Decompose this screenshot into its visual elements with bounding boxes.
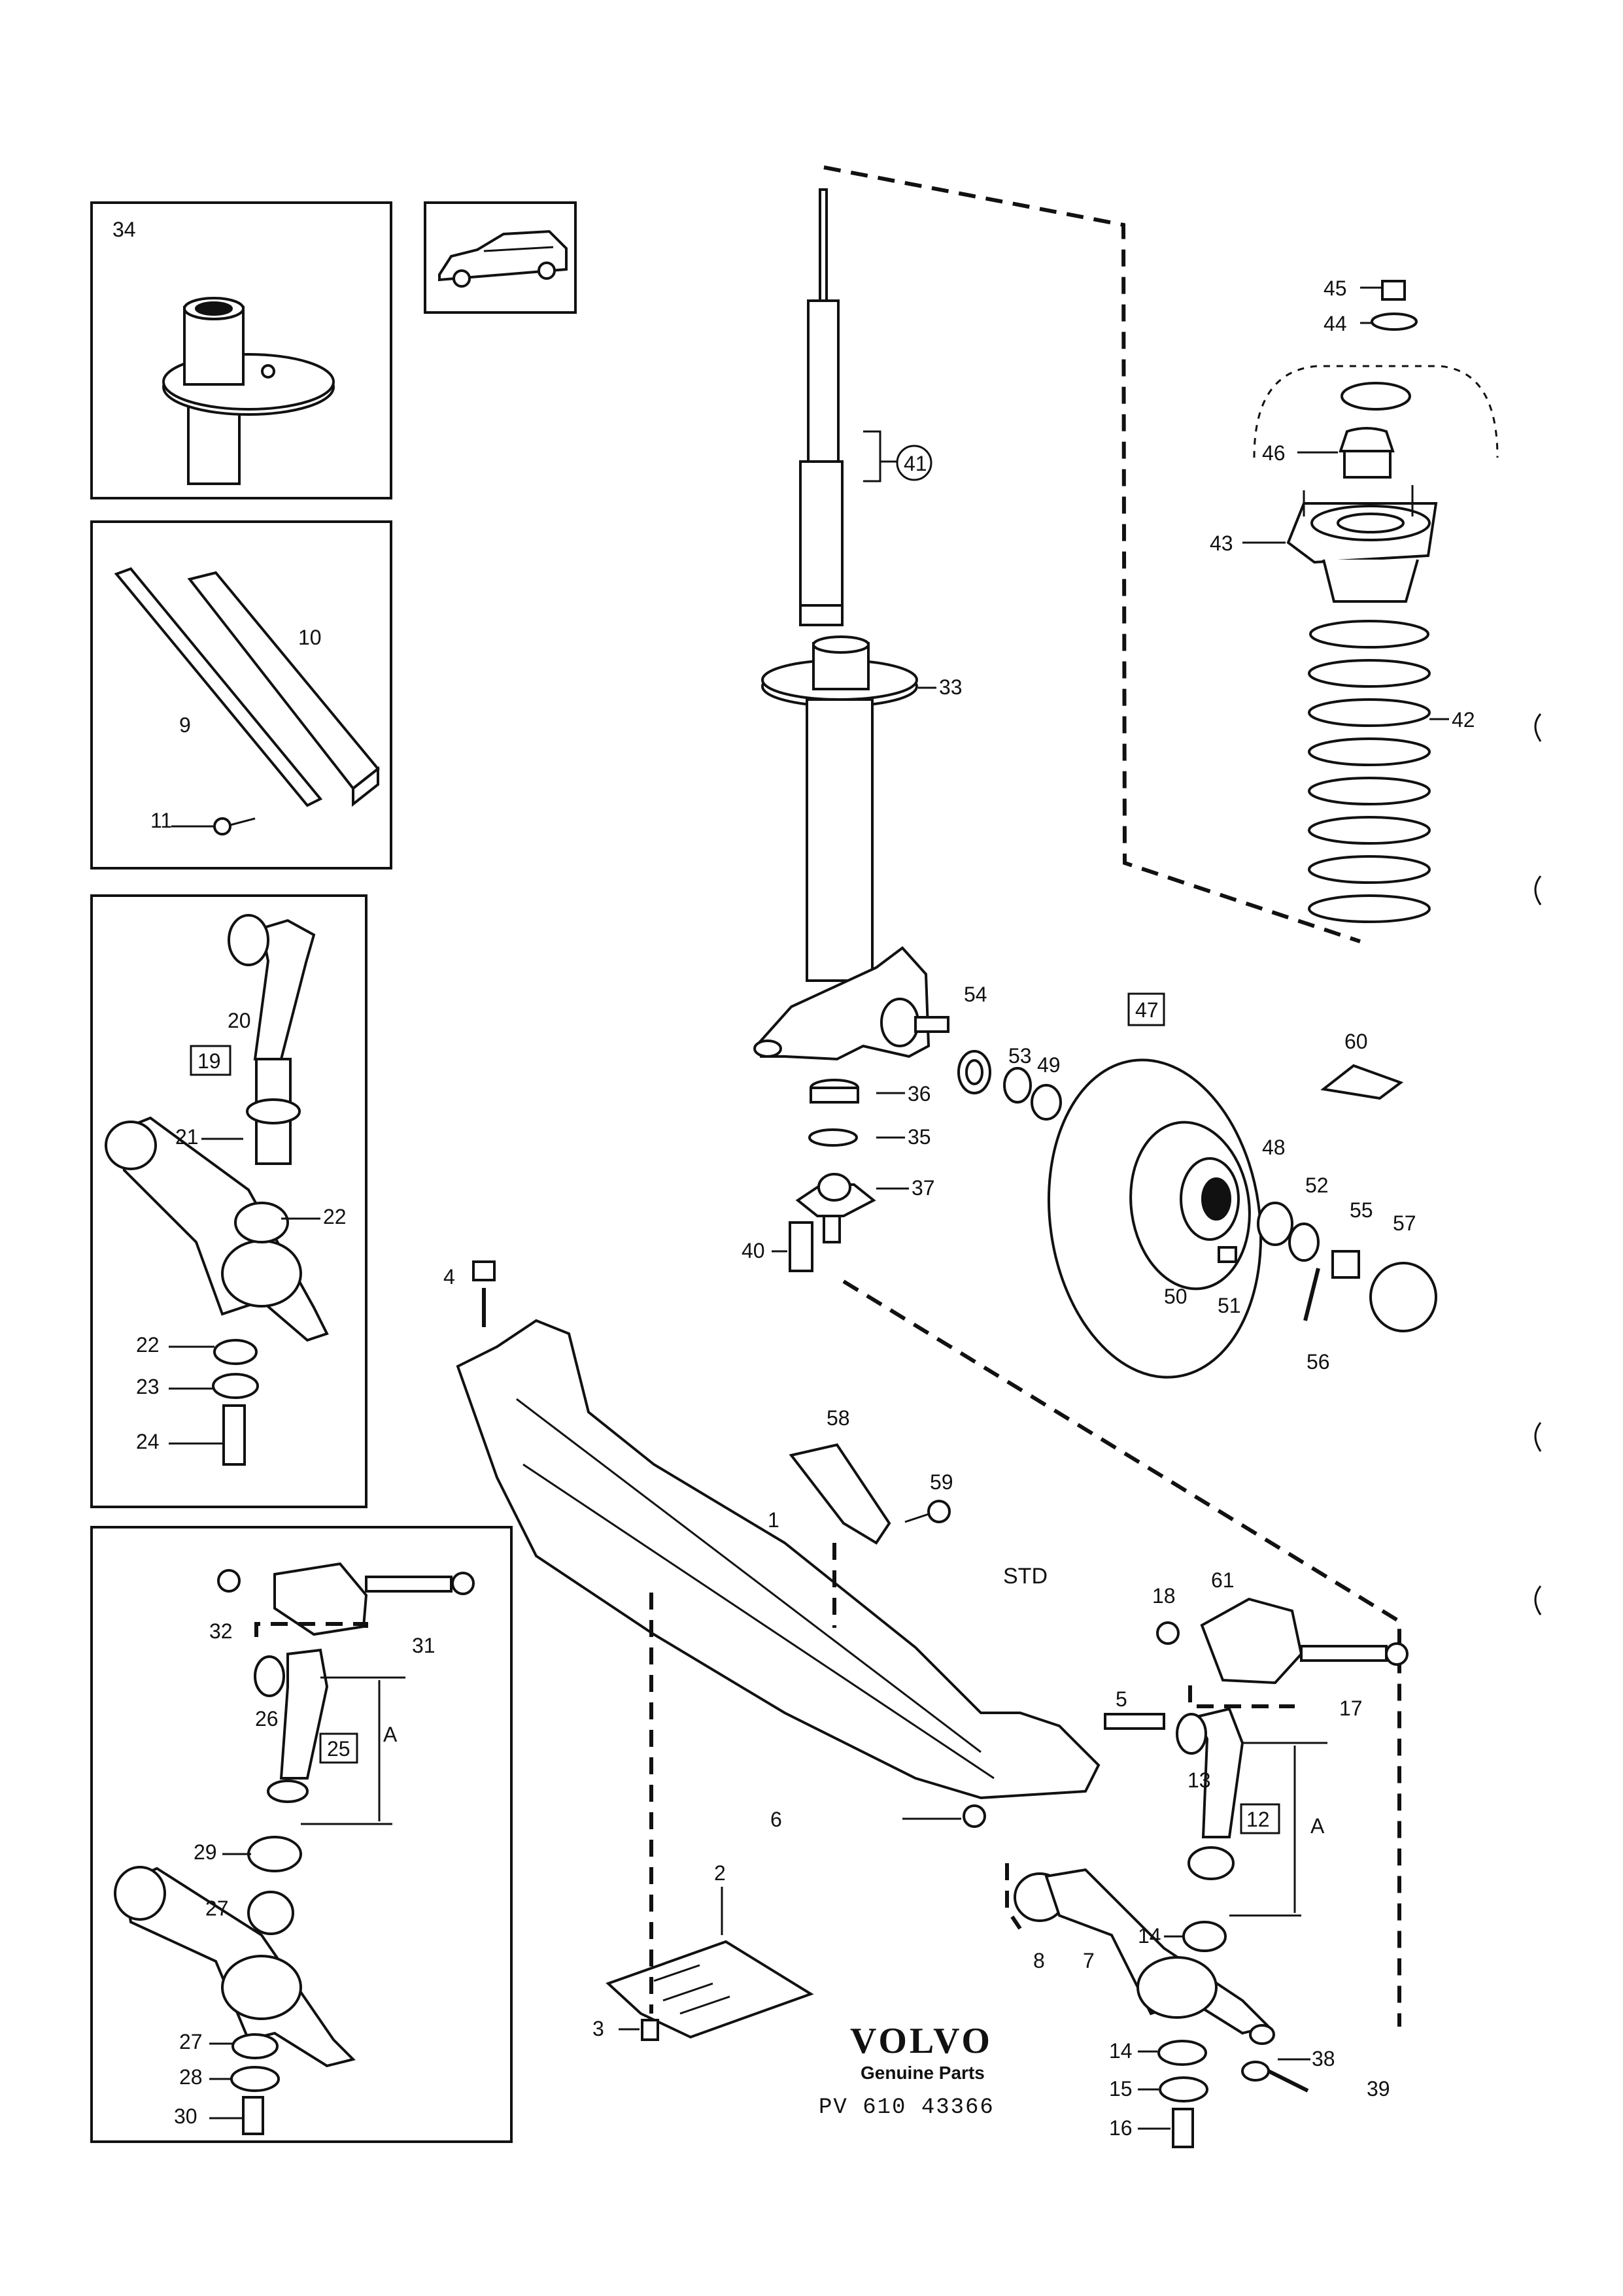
callout-37: 37 [912, 1176, 935, 1200]
callout-61: 61 [1211, 1568, 1235, 1592]
callout-9: 9 [179, 713, 191, 737]
callout-14b: 14 [1109, 2039, 1133, 2063]
callout-53: 53 [1008, 1044, 1032, 1068]
callout-1: 1 [768, 1508, 779, 1532]
steering-knuckle: 36 35 37 40 [742, 946, 949, 1272]
callout-31: 31 [412, 1634, 436, 1657]
callout-23: 23 [136, 1375, 160, 1398]
callout-54: 54 [964, 983, 987, 1006]
callout-11: 11 [150, 809, 172, 832]
bracket-58: 58 59 STD [789, 1406, 1048, 1628]
control-arm-assembly: 18 61 17 5 13 12 A 6 8 7 14 38 39 [770, 1568, 1409, 2148]
callout-46: 46 [1262, 441, 1286, 465]
inset-box-stabilizer: 11 9 10 [90, 520, 392, 869]
callout-30: 30 [174, 2104, 197, 2128]
callout-21: 21 [175, 1125, 199, 1149]
callout-57: 57 [1393, 1211, 1416, 1235]
callout-41: 41 [904, 452, 927, 475]
callout-42: 42 [1452, 708, 1475, 732]
callout-22a: 22 [323, 1205, 347, 1228]
callout-10: 10 [298, 626, 322, 649]
callout-29: 29 [194, 1840, 217, 1864]
callout-14a: 14 [1138, 1924, 1161, 1948]
callout-27b: 27 [179, 2030, 203, 2053]
callout-38: 38 [1312, 2047, 1335, 2070]
callout-58: 58 [827, 1406, 850, 1430]
callout-17: 17 [1339, 1697, 1363, 1720]
callout-27a: 27 [205, 1897, 229, 1920]
callout-25: 25 [327, 1737, 350, 1761]
margin-mark [1534, 713, 1542, 742]
callout-12: 12 [1246, 1808, 1270, 1831]
callout-50: 50 [1164, 1285, 1187, 1308]
callout-20: 20 [228, 1009, 251, 1032]
callout-39: 39 [1367, 2077, 1390, 2101]
callout-48: 48 [1262, 1136, 1286, 1159]
inset-box-34: 34 [90, 201, 392, 499]
callout-15: 15 [1109, 2077, 1133, 2101]
callout-55: 55 [1350, 1198, 1373, 1222]
callout-47: 47 [1135, 998, 1159, 1022]
callout-7: 7 [1083, 1949, 1095, 1972]
callout-60: 60 [1344, 1030, 1368, 1053]
callout-35: 35 [908, 1125, 931, 1149]
callout-59: 59 [930, 1470, 953, 1494]
callout-16: 16 [1109, 2116, 1133, 2140]
callout-33: 33 [939, 675, 963, 699]
inset-box-control-arm-alt: 32 31 26 25 A 29 27 27 28 30 [90, 1526, 513, 2143]
callout-19: 19 [197, 1049, 221, 1073]
hub-and-brake-disc: 54 53 49 47 48 52 55 57 56 51 50 60 [957, 983, 1437, 1379]
callout-18: 18 [1152, 1584, 1176, 1608]
callout-52: 52 [1305, 1173, 1329, 1197]
callout-24: 24 [136, 1430, 160, 1453]
callout-26: 26 [255, 1707, 279, 1730]
callout-51: 51 [1218, 1294, 1241, 1317]
callout-32: 32 [209, 1619, 233, 1643]
callout-45: 45 [1324, 277, 1347, 300]
inset-box-control-arm-variant: 20 19 21 22 22 23 24 [90, 894, 367, 1508]
std-label: STD [1003, 1564, 1048, 1589]
callout-5: 5 [1116, 1687, 1127, 1711]
callout-34: 34 [112, 218, 136, 241]
catalog-part-number: PV 610 43366 [819, 2095, 995, 2120]
dimension-a-right: A [1310, 1814, 1325, 1838]
dimension-a-left: A [383, 1723, 398, 1746]
callout-2: 2 [714, 1861, 726, 1885]
callout-6: 6 [770, 1808, 782, 1831]
skid-plate: 2 3 [592, 1593, 814, 2041]
callout-22b: 22 [136, 1333, 160, 1357]
brand-logo: VOLVO [850, 2021, 993, 2061]
brand-subtitle: Genuine Parts [861, 2063, 985, 2083]
crossmember: 1 4 [443, 1260, 1101, 1800]
strut-assembly-outline [823, 165, 1361, 943]
callout-8: 8 [1033, 1949, 1045, 1972]
callout-28: 28 [179, 2065, 203, 2089]
callout-3: 3 [592, 2017, 604, 2040]
callout-44: 44 [1324, 312, 1347, 335]
callout-4: 4 [443, 1265, 455, 1289]
strut-top-plate-illustration [162, 297, 335, 485]
spring-and-top-mount: 45 44 46 43 42 [1210, 277, 1499, 923]
callout-56: 56 [1307, 1350, 1330, 1374]
strut-shock-absorber: 41 33 [761, 188, 963, 982]
callout-36: 36 [908, 1082, 931, 1106]
branding-block: VOLVO Genuine Parts PV 610 43366 [819, 2021, 995, 2120]
vehicle-thumbnail [424, 201, 577, 314]
callout-49: 49 [1037, 1053, 1061, 1077]
callout-13: 13 [1187, 1768, 1211, 1792]
callout-43: 43 [1210, 532, 1233, 555]
callout-40: 40 [742, 1239, 765, 1262]
